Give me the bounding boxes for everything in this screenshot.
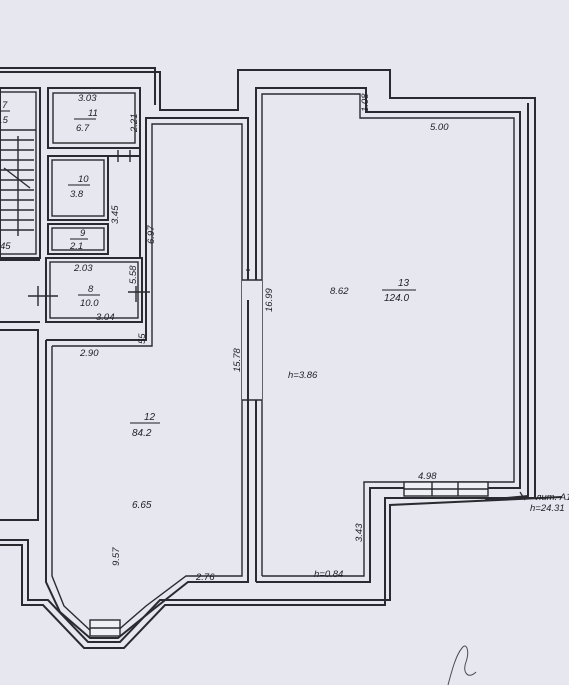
room-13-number: 13 <box>398 278 410 289</box>
room-10-area: 3.8 <box>70 189 84 200</box>
dim-3-45: 3.45 <box>110 205 121 224</box>
room-13-floor-height: h=0.84 <box>314 569 343 580</box>
dim-4-98: 4.98 <box>418 471 437 482</box>
room-11-side: 2.21 <box>129 114 140 134</box>
room-8-top-width: 2.03 <box>73 263 93 274</box>
room-9-number: 9 <box>80 228 86 239</box>
room-11-number: 11 <box>88 108 98 119</box>
room-11-area: 6.7 <box>76 123 90 134</box>
staircase <box>0 136 34 236</box>
room-7-area: .5 <box>0 115 9 126</box>
room-13-area: 124.0 <box>384 293 409 304</box>
room-12-walls <box>45 117 262 639</box>
dim-45: 45 <box>0 241 11 252</box>
dim-5-00: 5.00 <box>430 122 449 133</box>
dimension-ticks <box>145 269 526 501</box>
room-10-number: 10 <box>78 174 89 185</box>
room-8-bottom-width: 3.04 <box>96 312 115 323</box>
signature-mark <box>447 645 477 685</box>
room-9-area: 2.1 <box>69 241 83 252</box>
room-8-number: 8 <box>88 284 94 295</box>
dim-2-76: 2.76 <box>195 572 215 583</box>
dim-3-43: 3.43 <box>354 523 365 542</box>
dim-5-58: 5.58 <box>128 265 139 284</box>
dim-9-57: 9.57 <box>111 547 122 566</box>
room-12-number: 12 <box>144 412 156 423</box>
room-11-top-width: 3.03 <box>78 93 97 104</box>
dim-1-08: 1.08 <box>360 93 371 112</box>
room-13-height: h=3.86 <box>288 370 318 381</box>
dim-16-99: 16.99 <box>264 288 275 312</box>
room-7-number: 7 <box>2 100 8 111</box>
room-13-walls <box>255 87 521 583</box>
dim-6-65: 6.65 <box>132 500 152 511</box>
dim-6-97: 6.97 <box>146 225 157 244</box>
dim-15-78: 15.78 <box>232 348 243 372</box>
dim-2-90: 2.90 <box>79 348 99 359</box>
small-rooms-walls <box>0 87 150 323</box>
room-12-area: 84.2 <box>132 428 152 439</box>
room-8-area: 10.0 <box>80 298 99 309</box>
outer-walls <box>0 67 563 649</box>
lit-height: h=24.31 <box>530 503 565 514</box>
dim-55: 55 <box>137 333 148 344</box>
lit-label: лит. А1 <box>535 492 569 503</box>
dim-8-62: 8.62 <box>330 286 349 297</box>
